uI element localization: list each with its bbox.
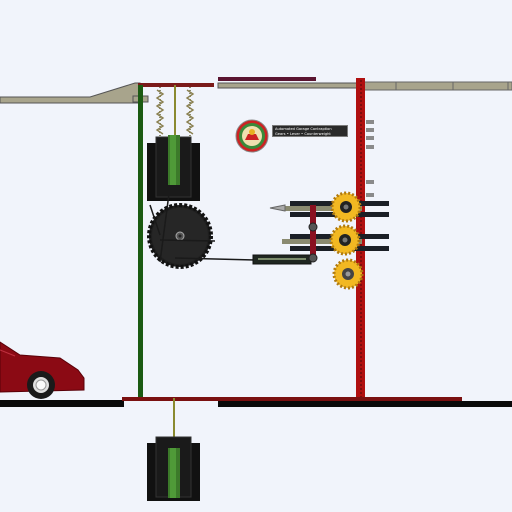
- emblem-icon: [235, 119, 269, 153]
- lower-counterweight: [147, 436, 200, 501]
- gold-gear-bottom: [332, 258, 364, 290]
- gold-gear-top: [330, 191, 362, 223]
- caption-label: Automated Garage Contraption Gears • Lev…: [272, 125, 348, 137]
- red-car[interactable]: [0, 341, 85, 399]
- left-green-post: [138, 85, 143, 401]
- floor-right: [218, 401, 512, 407]
- vertical-connector: [310, 205, 316, 260]
- right-spring: [185, 87, 195, 140]
- top-maroon-beam: [218, 77, 316, 81]
- upper-counterweight: [147, 135, 200, 201]
- left-spring: [155, 87, 165, 140]
- right-top-beam: [361, 81, 512, 91]
- caption-line-1: Automated Garage Contraption: [275, 127, 332, 131]
- main-gear: [147, 203, 213, 269]
- left-ramp-beam: [0, 82, 149, 104]
- floor-center: [122, 397, 462, 401]
- floor-left: [0, 400, 124, 407]
- middle-lever: [252, 254, 312, 265]
- right-rungs: [366, 120, 374, 197]
- small-pivots: [308, 222, 318, 263]
- top-gray-beam: [217, 82, 359, 89]
- caption-line-2: Gears • Lever • Counterweight: [275, 131, 331, 136]
- gold-gear-middle: [329, 224, 361, 256]
- gear-links: [149, 185, 256, 263]
- upper-arm: [269, 201, 389, 217]
